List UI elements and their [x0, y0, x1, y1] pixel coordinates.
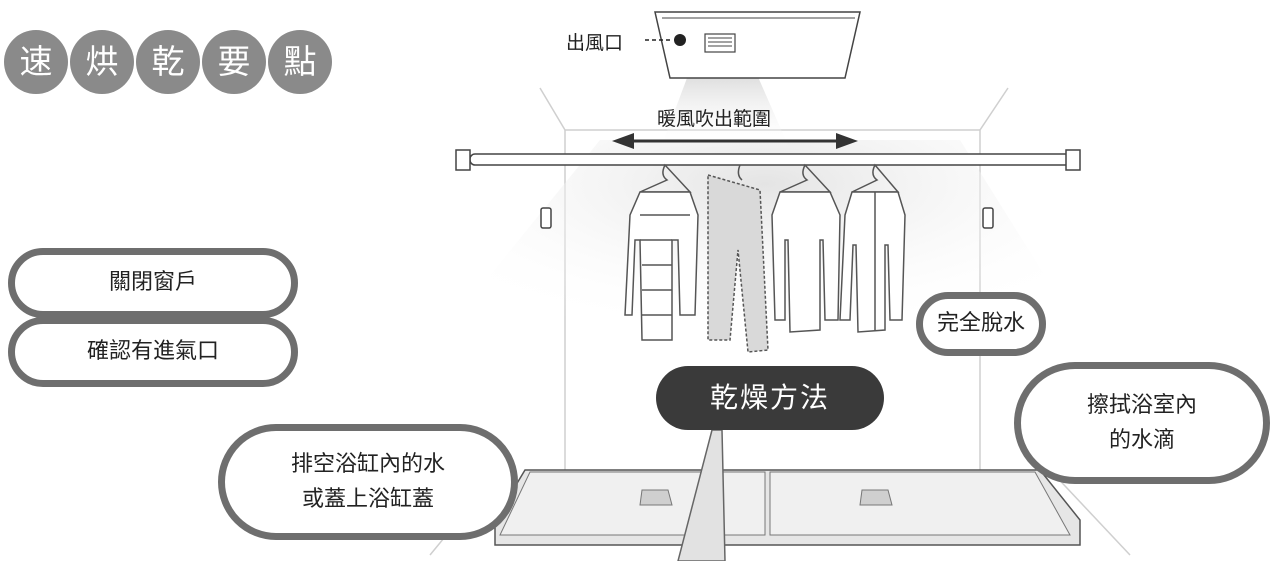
airflow-arrow	[612, 133, 858, 149]
bubble-text: 排空浴缸內的水 或蓋上浴缸蓋	[290, 451, 445, 512]
hanging-clothes-icon	[624, 163, 906, 353]
outlet-airflow	[660, 70, 790, 150]
bubble-text: 完全脫水	[936, 311, 1025, 337]
drying-rail	[455, 149, 1081, 229]
bubble-close-window: 關閉窗戶	[8, 248, 298, 318]
warm-air-cone	[470, 140, 1060, 360]
bubble-text: 確認有進氣口	[86, 339, 219, 365]
title-char: 乾	[136, 30, 200, 94]
title-char: 速	[4, 30, 68, 94]
bubble-text: 關閉窗戶	[108, 270, 197, 296]
bubble-spin-dry: 完全脫水	[916, 292, 1046, 356]
title-char: 要	[202, 30, 266, 94]
bubble-check-vent: 確認有進氣口	[8, 317, 298, 387]
title-char: 烘	[70, 30, 134, 94]
pointer-tail	[677, 429, 726, 561]
ceiling-dryer-icon	[645, 11, 861, 79]
bubble-text: 擦拭浴室內 的水滴	[1086, 392, 1197, 453]
airflow-label: 暖風吹出範圍	[657, 108, 772, 130]
outlet-label: 出風口	[566, 32, 624, 54]
bathtub-cover-icon	[494, 469, 1081, 546]
bubble-drain-tub: 排空浴缸內的水 或蓋上浴缸蓋	[218, 424, 518, 540]
bubble-wipe-water: 擦拭浴室內 的水滴	[1014, 362, 1270, 484]
drying-method-badge: 乾燥方法	[656, 366, 884, 430]
title-char: 點	[268, 30, 332, 94]
